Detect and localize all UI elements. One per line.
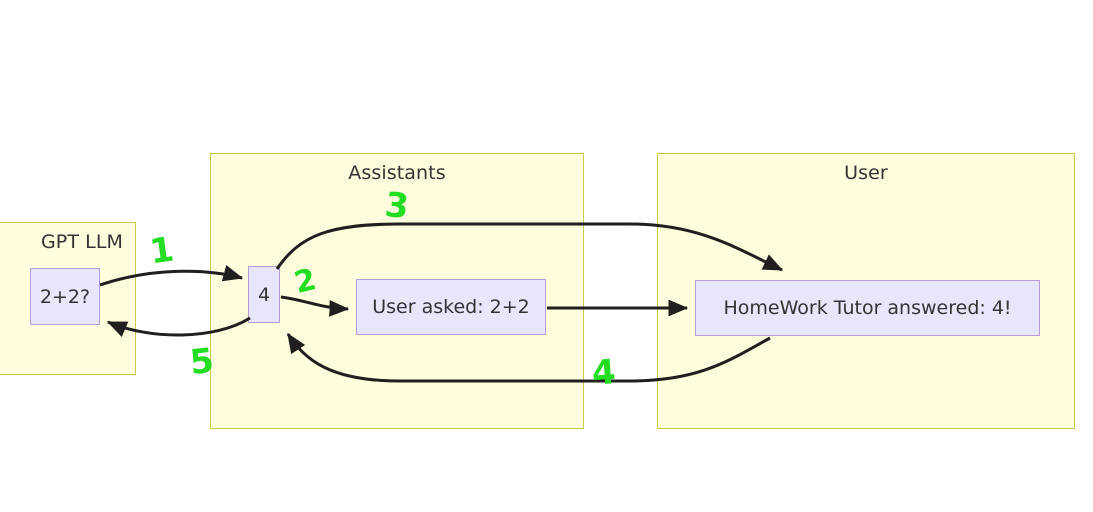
node-user-asked[interactable]: User asked: 2+2 xyxy=(356,279,546,335)
node-question[interactable]: 2+2? xyxy=(30,268,100,325)
group-assistants-title: Assistants xyxy=(348,162,446,184)
node-user-asked-label: User asked: 2+2 xyxy=(372,296,530,318)
node-question-label: 2+2? xyxy=(39,285,91,308)
group-gpt-llm-title: GPT LLM xyxy=(40,231,124,253)
node-answer-label: 4 xyxy=(257,283,271,306)
annotation-4: 4 xyxy=(590,352,618,394)
node-answer[interactable]: 4 xyxy=(248,266,280,323)
node-tutor-answered-label: HomeWork Tutor answered: 4! xyxy=(723,297,1012,319)
group-user-title: User xyxy=(844,162,888,184)
group-gpt-llm: GPT LLM xyxy=(0,222,136,375)
node-tutor-answered[interactable]: HomeWork Tutor answered: 4! xyxy=(695,280,1040,336)
